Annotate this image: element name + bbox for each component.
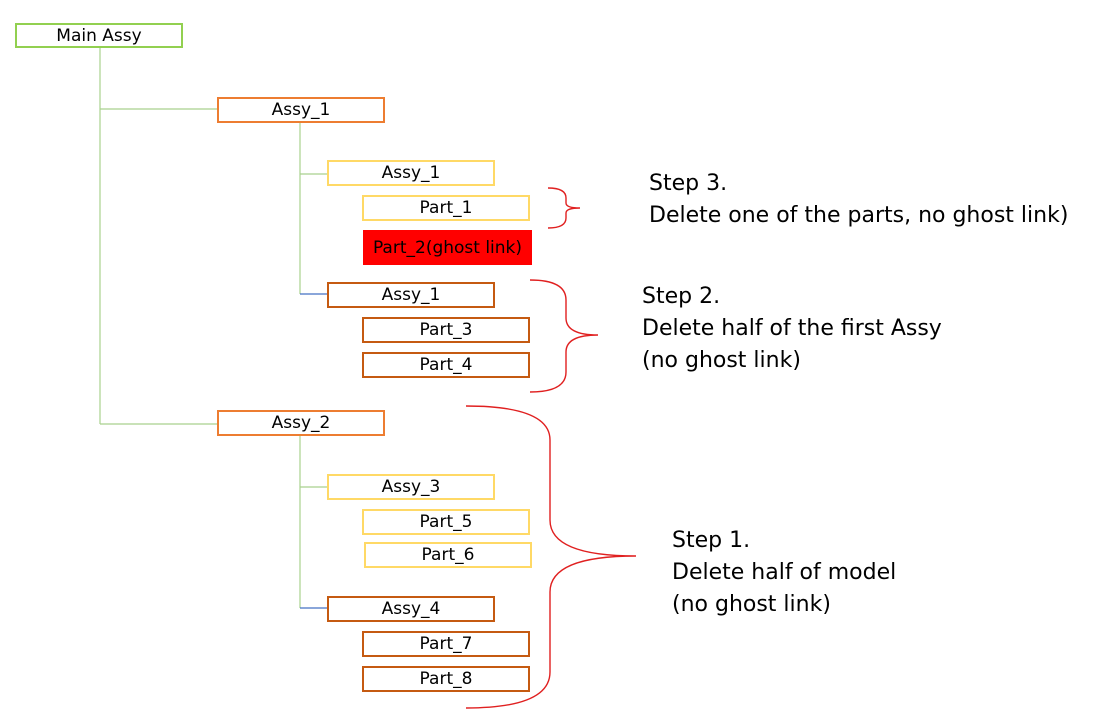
node-part-1[interactable]: Part_1	[362, 195, 530, 221]
note-step-3-line-1: Delete one of the parts, no ghost link)	[649, 203, 1069, 228]
node-assy-1-sub-a[interactable]: Assy_1	[327, 160, 495, 186]
note-step-2: Step 2. Delete half of the first Assy (n…	[642, 281, 942, 377]
note-step-1-line-2: (no ghost link)	[672, 592, 831, 617]
note-step-1-line-1: Delete half of model	[672, 560, 897, 585]
brace-step-2	[529, 279, 599, 393]
note-step-2-title: Step 2.	[642, 284, 721, 309]
node-part-5[interactable]: Part_5	[362, 509, 530, 535]
node-assy-2[interactable]: Assy_2	[217, 410, 385, 436]
node-main-assy[interactable]: Main Assy	[15, 23, 183, 48]
node-part-7[interactable]: Part_7	[362, 631, 530, 657]
node-assy-1[interactable]: Assy_1	[217, 97, 385, 123]
note-step-2-line-1: Delete half of the first Assy	[642, 316, 942, 341]
note-step-1: Step 1. Delete half of model (no ghost l…	[672, 525, 896, 621]
node-part-6[interactable]: Part_6	[364, 542, 532, 568]
note-step-3: Step 3. Delete one of the parts, no ghos…	[649, 168, 1068, 232]
note-step-3-title: Step 3.	[649, 171, 728, 196]
node-assy-3[interactable]: Assy_3	[327, 474, 495, 500]
node-assy-1-sub-b[interactable]: Assy_1	[327, 282, 495, 308]
node-assy-4[interactable]: Assy_4	[327, 596, 495, 622]
node-part-8[interactable]: Part_8	[362, 666, 530, 692]
node-part-3[interactable]: Part_3	[362, 317, 530, 343]
node-part-4[interactable]: Part_4	[362, 352, 530, 378]
brace-step-1	[465, 405, 637, 709]
brace-step-3	[547, 187, 581, 229]
note-step-1-title: Step 1.	[672, 528, 751, 553]
note-step-2-line-2: (no ghost link)	[642, 348, 801, 373]
node-part-2-ghost-link[interactable]: Part_2(ghost link)	[363, 230, 532, 265]
